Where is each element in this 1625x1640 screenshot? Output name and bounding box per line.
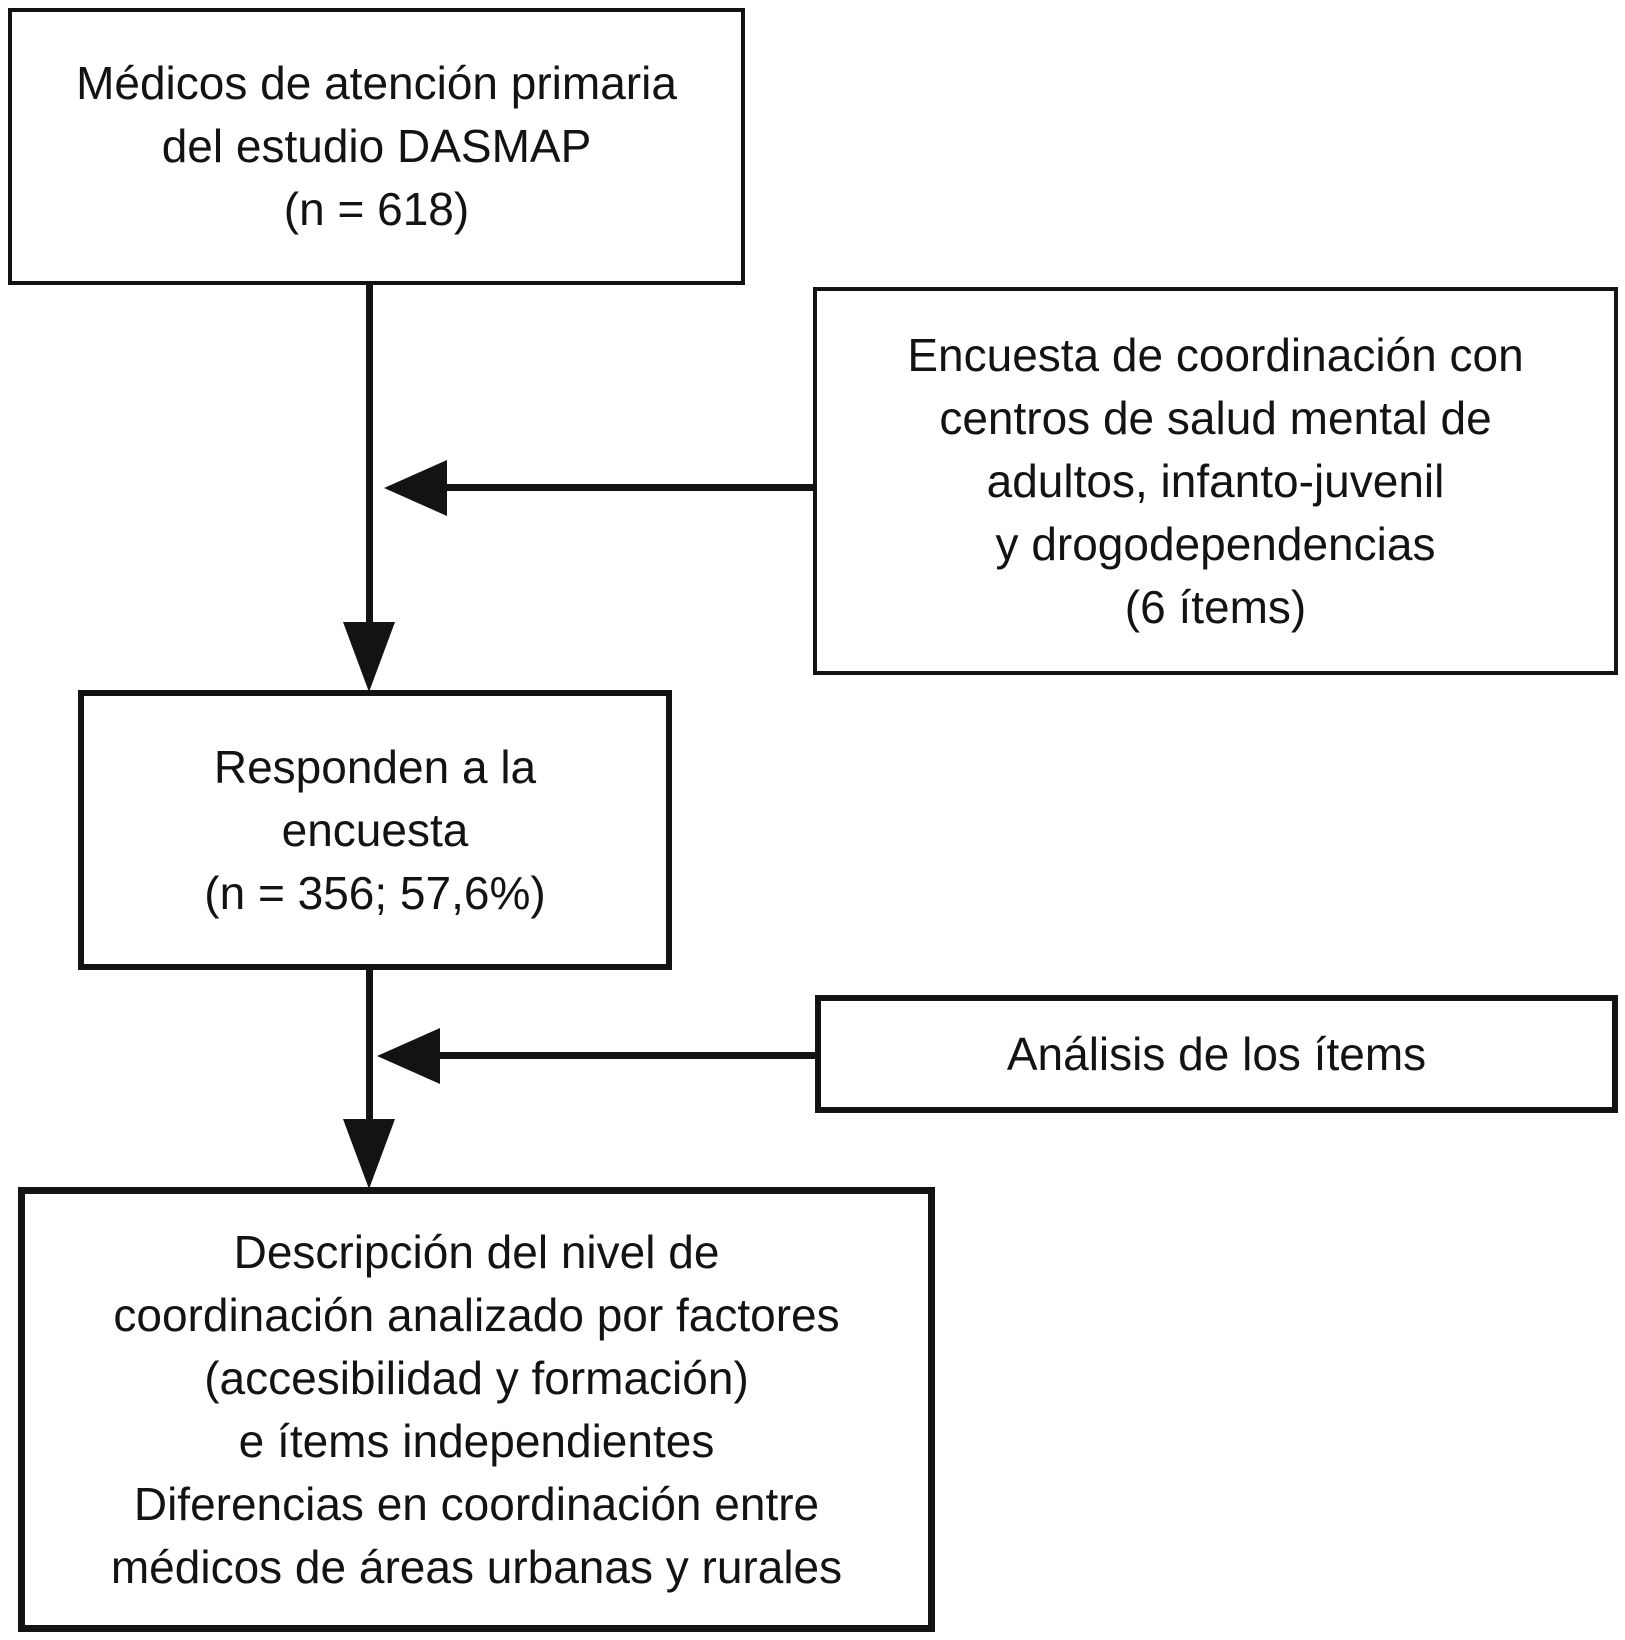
arrowhead-left-icon [384, 460, 447, 516]
arrowhead-down-icon [343, 622, 395, 692]
connector-survey-to-flow [440, 484, 813, 491]
box-primary-care-physicians: Médicos de atención primaria del estudio… [8, 8, 745, 285]
box-text-line: Descripción del nivel de [233, 1225, 720, 1278]
box-text-line: del estudio DASMAP [161, 120, 592, 172]
box-text-line: Diferencias en coordinación entre [133, 1477, 820, 1530]
box-text-line: (n = 618) [283, 183, 470, 235]
box-text-line: (accesibilidad y formación) [204, 1351, 749, 1404]
box-text-line: centros de salud mental de [939, 391, 1492, 444]
box-survey-respondents: Responden a la encuesta (n = 356; 57,6%) [78, 690, 672, 970]
box-text-line: e ítems independientes [238, 1414, 715, 1467]
box-text-line: Médicos de atención primaria [76, 57, 677, 109]
box-coordination-survey: Encuesta de coordinación con centros de … [813, 287, 1618, 675]
arrowhead-down-icon [343, 1119, 395, 1189]
connector-respond-to-description [366, 970, 373, 1125]
box-text-line: Responden a la [213, 740, 537, 793]
box-item-analysis: Análisis de los ítems [815, 995, 1618, 1113]
box-text-line: Análisis de los ítems [1006, 1027, 1427, 1080]
box-text-line: encuesta [281, 803, 469, 856]
box-text-line: médicos de áreas urbanas y rurales [110, 1540, 843, 1593]
connector-analysis-to-flow [434, 1052, 815, 1059]
box-text-line: (n = 356; 57,6%) [204, 866, 546, 919]
box-text-line: adultos, infanto-juvenil [986, 454, 1445, 507]
box-text-line: coordinación analizado por factores [113, 1288, 840, 1341]
box-coordination-description: Descripción del nivel de coordinación an… [18, 1187, 935, 1632]
connector-primary-to-respond [366, 285, 373, 630]
box-text-line: (6 ítems) [1124, 580, 1307, 633]
box-text-line: Encuesta de coordinación con [907, 328, 1524, 381]
arrowhead-left-icon [377, 1028, 440, 1084]
box-text-line: y drogodependencias [995, 517, 1436, 570]
